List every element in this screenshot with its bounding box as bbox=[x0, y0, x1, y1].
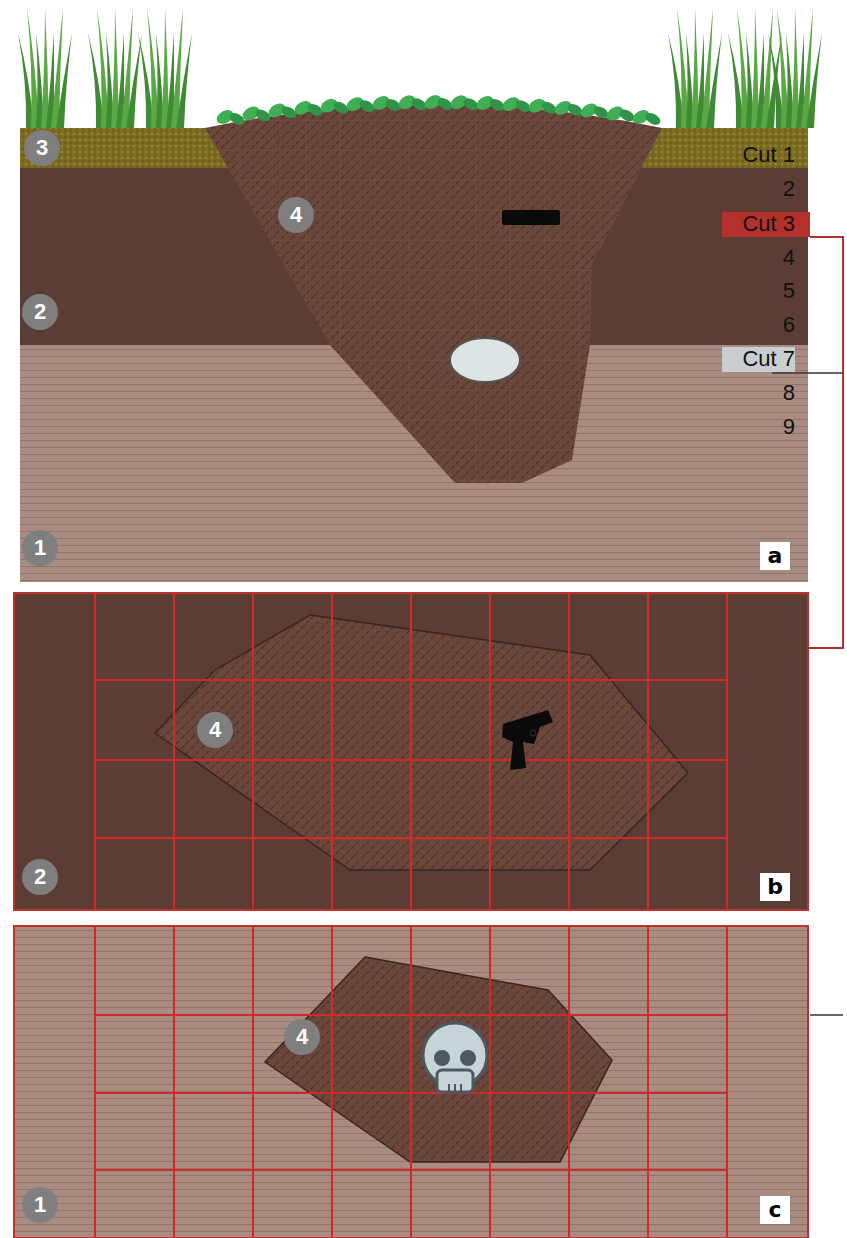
cut-label: 6 bbox=[781, 313, 797, 337]
callout-number: 3 bbox=[24, 130, 60, 166]
cut-label: 2 bbox=[781, 177, 797, 201]
cut-label: 9 bbox=[781, 415, 797, 439]
skull-symbol bbox=[423, 1023, 487, 1092]
callout-number: 4 bbox=[278, 197, 314, 233]
cut-label: Cut 3 bbox=[740, 212, 797, 236]
callout-number: 1 bbox=[22, 530, 58, 566]
cut-label: 4 bbox=[781, 246, 797, 270]
callout-number: 4 bbox=[197, 712, 233, 748]
callout-number: 4 bbox=[284, 1019, 320, 1055]
callout-number: 2 bbox=[22, 294, 58, 330]
cut-label: 5 bbox=[781, 279, 797, 303]
panel-letter: b bbox=[760, 873, 790, 901]
cut-label: Cut 7 bbox=[740, 347, 797, 371]
callout-number: 2 bbox=[22, 859, 58, 895]
callout-number: 1 bbox=[22, 1187, 58, 1223]
cut-label: 8 bbox=[781, 381, 797, 405]
cut-label: Cut 1 bbox=[740, 143, 797, 167]
panel-letter: c bbox=[760, 1196, 790, 1224]
panel-letter: a bbox=[760, 542, 790, 570]
